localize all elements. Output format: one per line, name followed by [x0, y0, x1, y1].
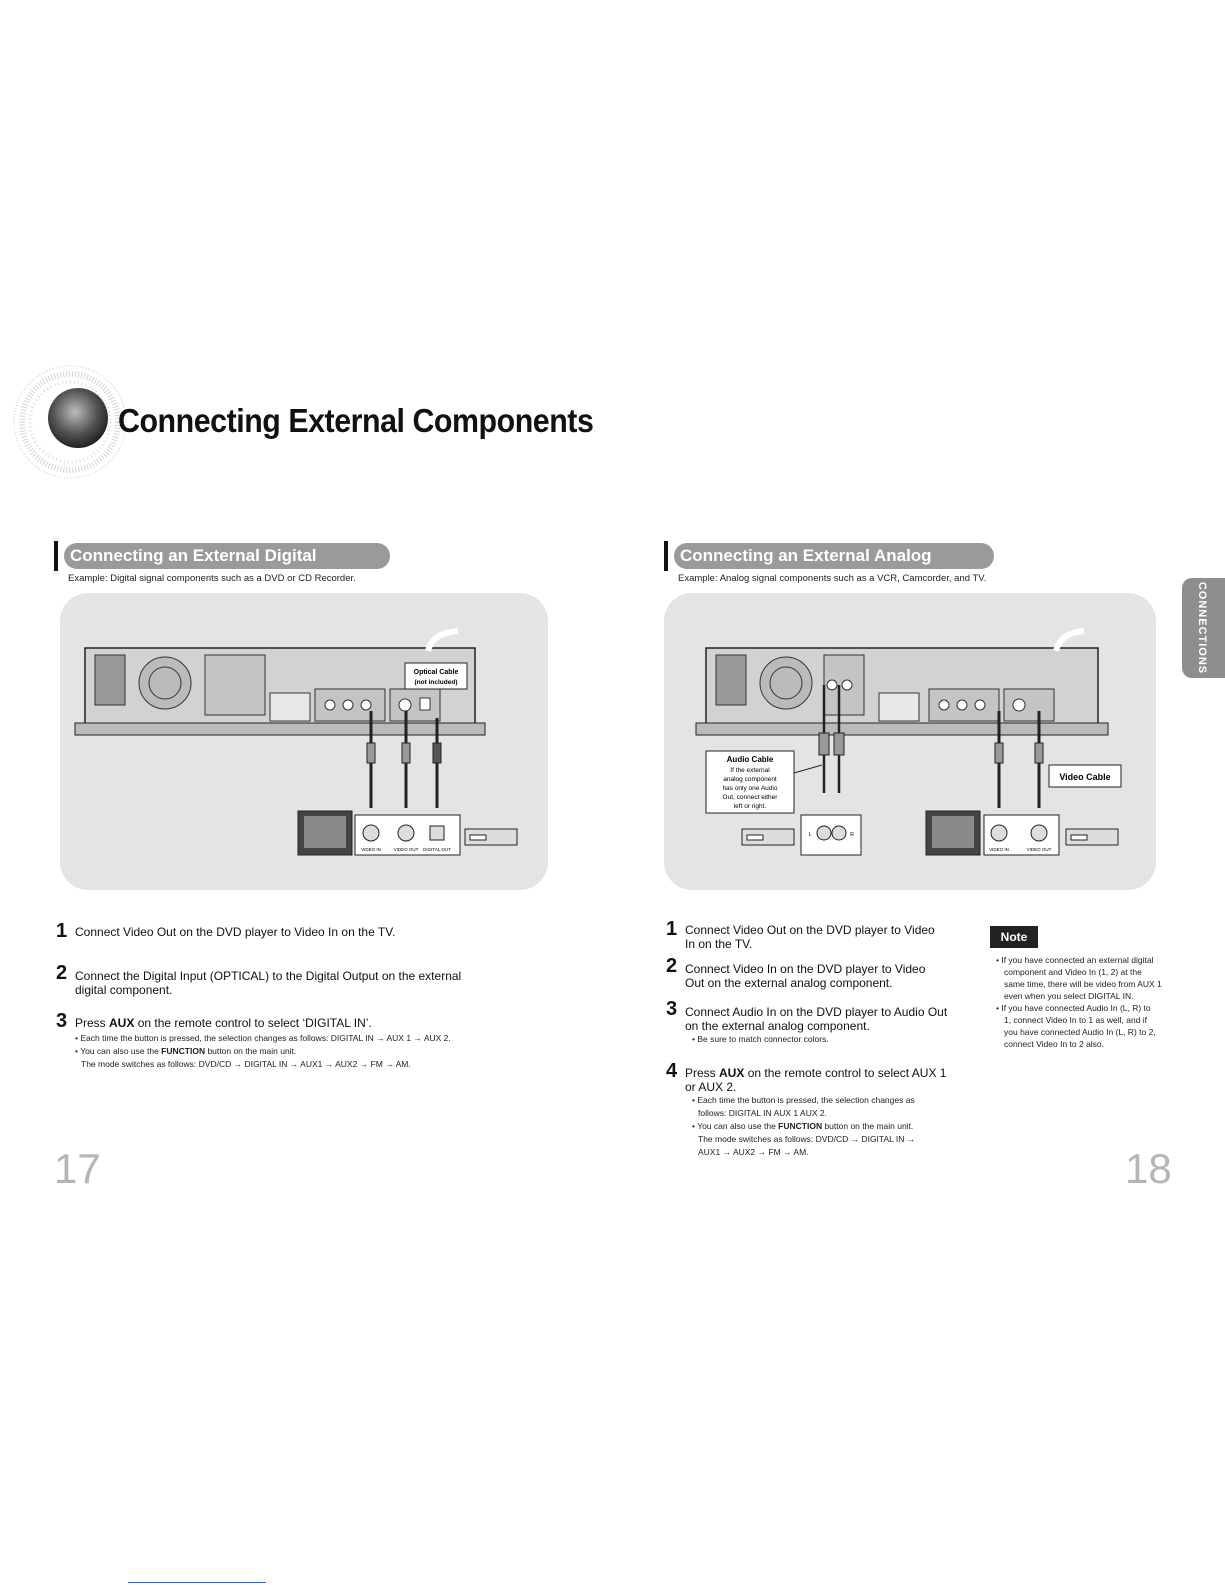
audio-cable-label: Audio Cable [727, 755, 774, 764]
right-step-4-text: Press AUX on the remote control to selec… [685, 1066, 947, 1094]
jack-video-out-label: VIDEO OUT [394, 847, 419, 852]
left-step-1-number: 1 [56, 920, 68, 942]
right-example: Example: Analog signal components such a… [678, 573, 987, 584]
left-step-3-text: Press AUX on the remote control to selec… [75, 1016, 372, 1030]
left-step-3-number: 3 [56, 1010, 68, 1032]
optical-cable-label: Optical Cable [414, 669, 459, 676]
audio-cable-desc-2: analog component [723, 776, 777, 783]
left-section-heading: Connecting an External Digital Component [54, 541, 394, 591]
right-step-2-text: Connect Video In on the DVD player to Vi… [685, 962, 926, 990]
left-step-2-text: Connect the Digital Input (OPTICAL) to t… [75, 969, 462, 997]
audio-cable-desc-3: has only one Audio [723, 785, 778, 792]
title-disc-logo [8, 360, 128, 490]
left-step-2-number: 2 [56, 962, 68, 984]
page-number-right: 18 [1125, 1145, 1172, 1192]
right-step-2-number: 2 [666, 955, 678, 977]
left-connection-diagram: Optical Cable (not included) VIDEO IN VI… [60, 593, 548, 890]
optical-cable-note: (not included) [415, 679, 458, 686]
left-example: Example: Digital signal components such … [68, 573, 356, 584]
note-text: • If you have connected an external digi… [996, 955, 1162, 1049]
jack-r-label: R [850, 832, 854, 838]
audio-cable-desc-5: left or right. [734, 803, 767, 810]
right-section-heading: Connecting an External Analog Component [664, 541, 994, 591]
right-step-3-number: 3 [666, 998, 678, 1020]
page-number-left: 17 [54, 1145, 101, 1192]
side-tab-label: CONNECTIONS [1196, 581, 1208, 675]
bottom-link-underline [128, 1582, 266, 1583]
right-heading-text: Connecting an External Analog Component [674, 543, 994, 591]
right-step-3-bullet: • Be sure to match connector colors. [692, 1034, 829, 1044]
left-step-3-bullets: • Each time the button is pressed, the s… [75, 1033, 451, 1069]
right-step-3-text: Connect Audio In on the DVD player to Au… [685, 1005, 948, 1033]
jack-video-in-label: VIDEO IN [361, 847, 381, 852]
left-heading-text: Connecting an External Digital Component [64, 543, 390, 591]
jack-l-label: L [809, 832, 812, 838]
jack-digital-out-label: DIGITAL OUT [423, 847, 451, 852]
right-connection-diagram: Audio Cable If the external analog compo… [664, 593, 1156, 890]
audio-cable-desc-1: If the external [730, 767, 770, 774]
note-badge: Note [990, 926, 1038, 948]
page-title: Connecting External Components [118, 402, 594, 439]
video-cable-label: Video Cable [1059, 772, 1110, 782]
audio-cable-desc-4: Out, connect either [723, 794, 779, 801]
right-step-1-number: 1 [666, 918, 678, 940]
right-step-4-bullets: • Each time the button is pressed, the s… [692, 1095, 916, 1157]
left-step-1-text: Connect Video Out on the DVD player to V… [75, 925, 396, 939]
right-step-4-number: 4 [666, 1060, 678, 1082]
right-jack-video-in-label: VIDEO IN [989, 847, 1009, 852]
right-jack-video-out-label: VIDEO OUT [1027, 847, 1052, 852]
right-step-1-text: Connect Video Out on the DVD player to V… [685, 923, 935, 951]
connections-side-tab: CONNECTIONS [1182, 578, 1225, 678]
